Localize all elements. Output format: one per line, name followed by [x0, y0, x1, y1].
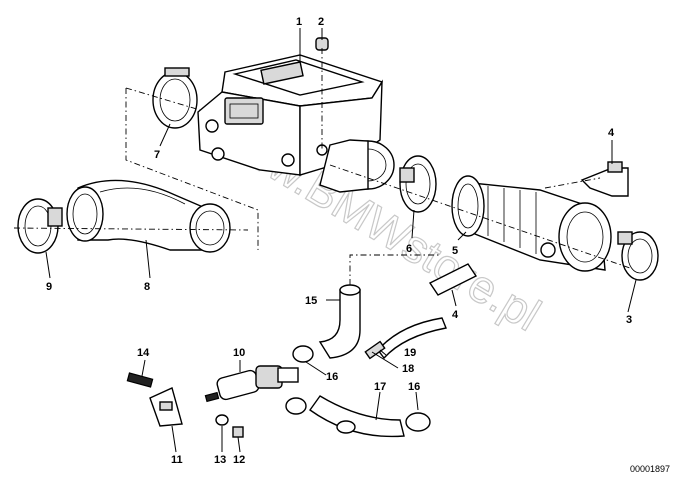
callout-3: 3 [626, 314, 632, 326]
connector-18 [364, 340, 386, 360]
hose-clamp-7 [152, 67, 198, 129]
valve-10 [204, 365, 299, 403]
elbow-hose-15 [318, 284, 361, 359]
callout-13: 13 [214, 454, 226, 466]
hose-clamp-16-a [285, 345, 314, 415]
callout-17: 17 [374, 381, 386, 393]
assembly-lines [13, 48, 631, 285]
callout-12: 12 [233, 454, 245, 466]
hose-clamp-16-b [405, 412, 431, 432]
hose-19 [377, 317, 447, 360]
callout-5: 5 [452, 245, 458, 257]
hose-clamp-6 [399, 155, 437, 213]
hose-nipple-4-top [580, 161, 629, 197]
nut-12 [232, 426, 244, 438]
callout-16-right: 16 [408, 381, 420, 393]
drawing-number: 00001897 [630, 464, 670, 474]
air-flow-meter-part [197, 54, 395, 193]
callout-1: 1 [296, 16, 302, 28]
leader-lines [45, 28, 637, 453]
callout-4-top: 4 [608, 127, 615, 139]
hose-clamp-3 [617, 231, 659, 281]
bolt-14 [126, 372, 154, 388]
callout-18: 18 [402, 363, 414, 375]
callout-15: 15 [305, 295, 317, 307]
hose-4-small [428, 263, 478, 296]
callout-16-left: 16 [326, 371, 338, 383]
callout-10: 10 [233, 347, 245, 359]
callout-7: 7 [154, 149, 160, 161]
intake-boot-5 [451, 175, 612, 272]
callout-14: 14 [137, 347, 150, 359]
callout-2: 2 [318, 16, 324, 28]
bracket-11 [149, 387, 183, 427]
rubber-boot-8 [66, 179, 231, 253]
hose-17 [309, 395, 405, 438]
callout-9: 9 [46, 281, 52, 293]
callout-6: 6 [406, 243, 412, 255]
callout-11: 11 [171, 454, 183, 466]
callout-19: 19 [404, 347, 416, 359]
washer-13 [215, 414, 229, 426]
callout-4-bottom: 4 [452, 309, 459, 321]
hose-clamp-9 [17, 198, 63, 254]
callout-8: 8 [144, 281, 150, 293]
